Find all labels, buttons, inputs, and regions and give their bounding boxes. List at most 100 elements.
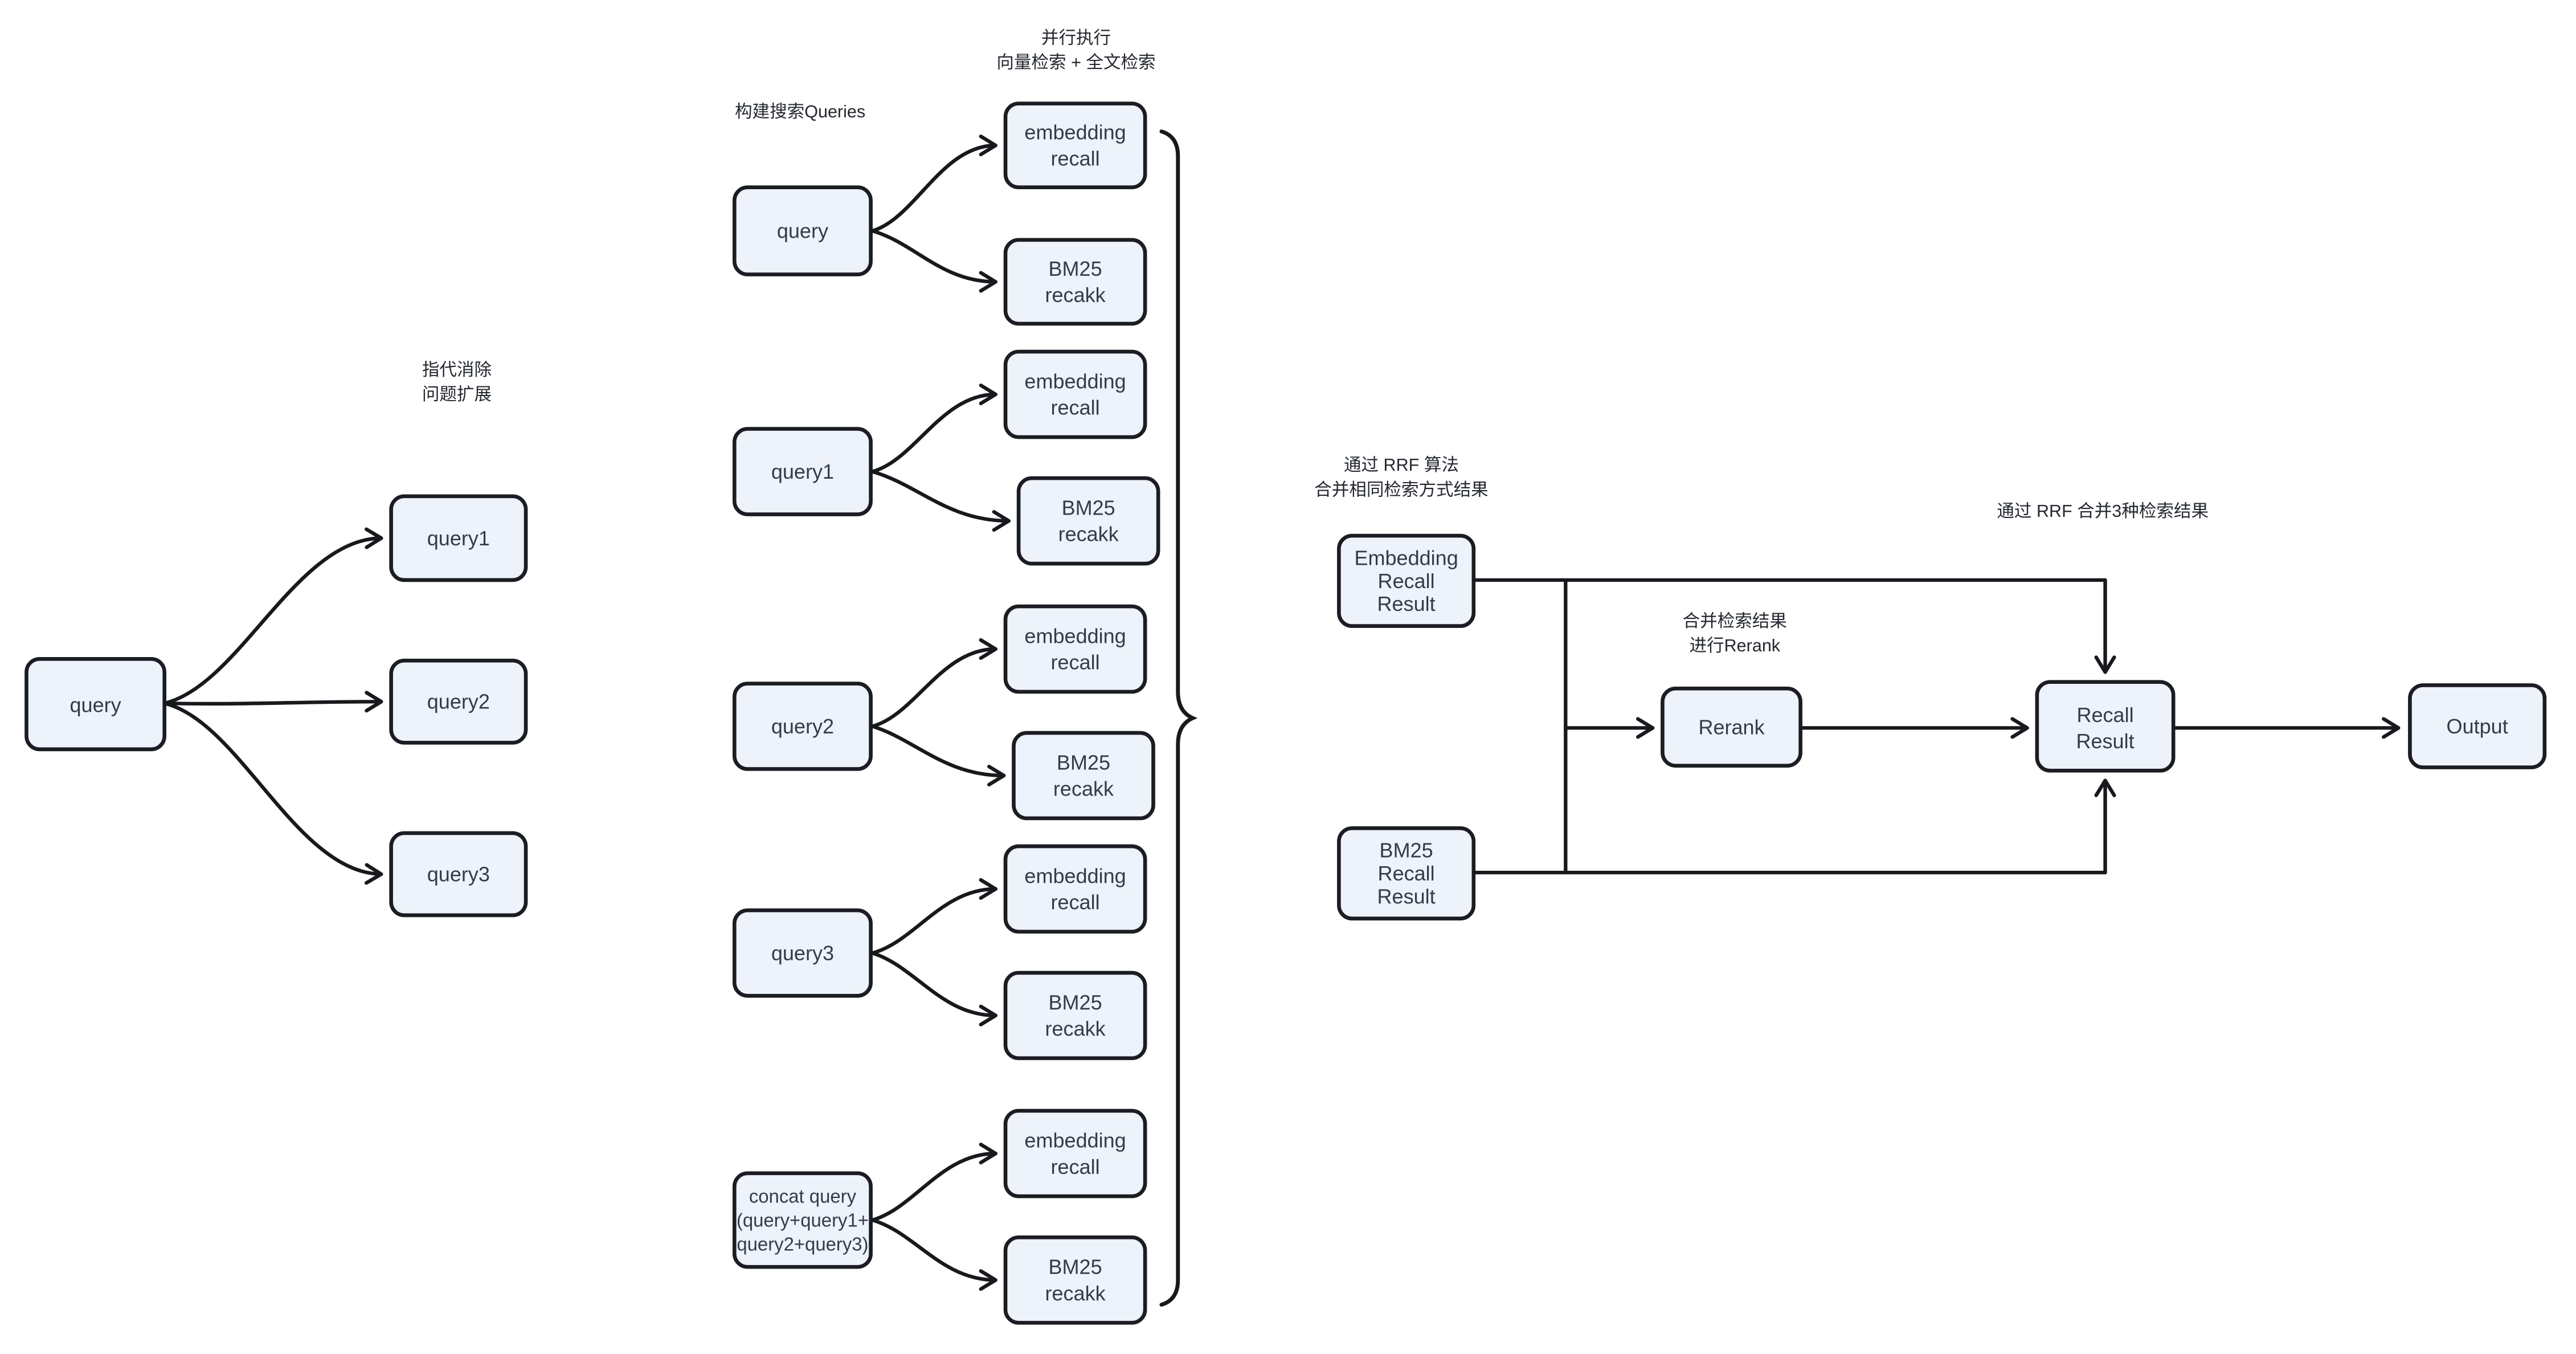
group4-query-label: query3: [771, 941, 834, 965]
bm25-recall-result-line2: Recall: [1378, 862, 1435, 885]
node-query3: query3: [389, 831, 528, 917]
edge-group3-to-bm25: [870, 724, 1006, 787]
curly-brace: [1159, 129, 1198, 1307]
annotation-coref-line1: 指代消除: [422, 360, 492, 380]
node-recall-result: Recall Result: [2035, 680, 2176, 773]
node-output: Output: [2408, 683, 2547, 769]
group5-bm25-recall-node: BM25 recakk: [1003, 1235, 1147, 1325]
output-label: Output: [2447, 715, 2508, 738]
query2-label: query2: [427, 690, 490, 713]
group1-query-node: query: [732, 185, 873, 276]
group3-embedding-recall-node: embedding recall: [1003, 604, 1147, 694]
group5-concat-label-line2: (query+query1+: [737, 1209, 869, 1230]
group4-bm25-recall-node: BM25 recakk: [1003, 970, 1147, 1061]
group4-embedding-label-line2: recall: [1051, 891, 1100, 914]
annotation-build-queries: 构建搜索Queries: [735, 102, 865, 121]
group3-query-label: query2: [771, 715, 834, 738]
group3-bm25-box: [1012, 731, 1155, 821]
rerank-label: Rerank: [1698, 715, 1765, 739]
edge-bm25-result-to-recall-result: [1471, 778, 2116, 875]
group5-bm25-label-line2: recakk: [1045, 1282, 1106, 1305]
annotation-rrf-merge-three: 通过 RRF 合并3种检索结果: [1997, 501, 2209, 521]
group1-embedding-label-line1: embedding: [1024, 121, 1126, 144]
output-box: [2408, 683, 2547, 769]
group3-embedding-label-line2: recall: [1051, 651, 1100, 674]
embedding-recall-result-line1: Embedding: [1354, 546, 1458, 569]
recall-result-line2: Result: [2076, 729, 2134, 753]
group1-bm25-box: [1003, 238, 1147, 326]
annotation-parallel-line2: 向量检索 + 全文检索: [996, 53, 1155, 72]
node-query-source: query: [24, 656, 167, 752]
annotation-rrf-same-line1: 通过 RRF 算法: [1344, 455, 1459, 475]
annotation-parallel-execution: 并行执行 向量检索 + 全文检索: [996, 28, 1155, 72]
group5-embedding-box: [1003, 1108, 1147, 1198]
annotation-coref-line2: 问题扩展: [422, 385, 492, 404]
edge-query-to-query3: [162, 701, 383, 885]
annotation-rrf-same-line2: 合并相同检索方式结果: [1314, 480, 1488, 499]
annotation-merge-rerank-line2: 进行Rerank: [1690, 636, 1781, 655]
edge-group4-to-bm25: [870, 951, 997, 1027]
group4-embedding-label-line1: embedding: [1024, 864, 1126, 887]
annotation-coref-expansion: 指代消除 问题扩展: [422, 360, 492, 404]
group4-bm25-label-line2: recakk: [1045, 1017, 1106, 1041]
group3-embedding-label-line1: embedding: [1024, 624, 1126, 647]
edge-group5-to-embedding: [870, 1143, 997, 1222]
group2-query-label: query1: [771, 460, 834, 483]
query3-label: query3: [427, 863, 490, 886]
bm25-recall-result-line3: Result: [1377, 884, 1436, 908]
group1-bm25-label-line2: recakk: [1045, 283, 1106, 307]
group5-embedding-label-line1: embedding: [1024, 1129, 1126, 1152]
recall-result-box: [2035, 680, 2176, 773]
group2-query-node: query1: [732, 427, 873, 516]
edge-group2-to-embedding: [870, 384, 997, 474]
group1-embedding-label-line2: recall: [1051, 147, 1100, 170]
recall-result-line1: Recall: [2076, 703, 2133, 727]
query-source-label: query: [70, 694, 121, 717]
edge-group1-to-embedding: [870, 134, 997, 233]
embedding-recall-result-line2: Recall: [1378, 569, 1435, 593]
group2-bm25-label-line1: BM25: [1062, 496, 1115, 520]
edge-query-to-query1: [162, 527, 383, 705]
group4-bm25-label-line1: BM25: [1049, 990, 1102, 1014]
embedding-recall-result-line3: Result: [1377, 592, 1436, 615]
group2-bm25-box: [1016, 476, 1160, 566]
group4-bm25-box: [1003, 970, 1147, 1061]
group5-embedding-label-line2: recall: [1051, 1155, 1100, 1178]
edge-group1-to-bm25: [870, 229, 997, 293]
group4-query-node: query3: [732, 908, 873, 998]
query1-label: query1: [427, 527, 490, 550]
node-query2: query2: [389, 658, 528, 745]
node-embedding-recall-result: Embedding Recall Result: [1337, 533, 1476, 628]
group3-bm25-recall-node: BM25 recakk: [1012, 731, 1155, 821]
group2-bm25-recall-node: BM25 recakk: [1016, 476, 1160, 566]
query2-box: [389, 658, 528, 745]
group5-concat-label-line3: query2+query3): [737, 1233, 868, 1254]
group2-embedding-label-line2: recall: [1051, 396, 1100, 419]
annotation-merge-rerank: 合并检索结果 进行Rerank: [1683, 611, 1787, 655]
group2-bm25-label-line2: recakk: [1058, 523, 1119, 546]
annotation-rrf-merge-same: 通过 RRF 算法 合并相同检索方式结果: [1314, 455, 1488, 499]
group1-embedding-box: [1003, 101, 1147, 190]
group5-bm25-label-line1: BM25: [1049, 1255, 1102, 1279]
edge-group4-to-embedding: [870, 878, 997, 955]
query3-box: [389, 831, 528, 917]
group1-bm25-label-line1: BM25: [1049, 257, 1102, 280]
group5-concat-label-line1: concat query: [749, 1186, 857, 1207]
bm25-recall-result-line1: BM25: [1380, 839, 1433, 862]
group1-embedding-recall-node: embedding recall: [1003, 101, 1147, 190]
edge-group2-to-bm25: [870, 470, 1011, 532]
group1-bm25-recall-node: BM25 recakk: [1003, 238, 1147, 326]
query1-box: [389, 494, 528, 582]
annotation-merge-rerank-line1: 合并检索结果: [1683, 611, 1787, 631]
node-bm25-recall-result: BM25 Recall Result: [1337, 826, 1476, 921]
group5-bm25-box: [1003, 1235, 1147, 1325]
group2-embedding-recall-node: embedding recall: [1003, 349, 1147, 439]
group2-embedding-box: [1003, 349, 1147, 439]
edge-group3-to-embedding: [870, 638, 997, 728]
group5-embedding-recall-node: embedding recall: [1003, 1108, 1147, 1198]
group5-concat-query-node: concat query (query+query1+ query2+query…: [732, 1171, 873, 1269]
group3-query-node: query2: [732, 682, 873, 771]
annotation-parallel-line1: 并行执行: [1041, 28, 1111, 47]
group2-embedding-label-line1: embedding: [1024, 369, 1126, 393]
